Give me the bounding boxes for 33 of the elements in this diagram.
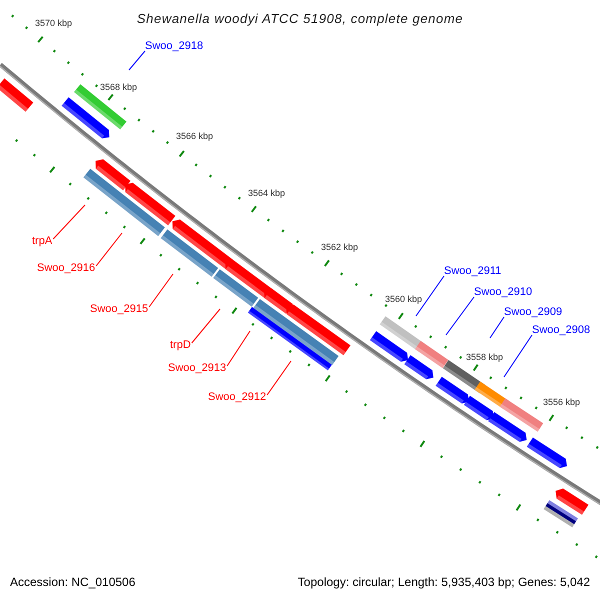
leader-line bbox=[446, 296, 474, 336]
footer-text: Accession: NC_010506 bbox=[10, 574, 136, 591]
scale-label: 3560 kbp bbox=[385, 293, 422, 306]
gene-label: Swoo_2911 bbox=[444, 265, 502, 278]
gene-label: Swoo_2912 bbox=[208, 391, 266, 404]
gene-label: Swoo_2909 bbox=[504, 306, 562, 319]
gene-label: trpD bbox=[170, 339, 191, 352]
scale-label: 3566 kbp bbox=[176, 130, 214, 143]
gene-label: Swoo_2910 bbox=[474, 286, 532, 299]
leader-line bbox=[148, 274, 174, 308]
leader-line bbox=[52, 204, 86, 240]
title: Shewanella woodyi ATCC 51908, complete genome bbox=[136, 10, 464, 28]
gene-label: Swoo_2918 bbox=[145, 40, 204, 53]
gene-label: trpA bbox=[32, 235, 52, 248]
leader-line bbox=[96, 232, 122, 266]
footer-text: Topology: circular; Length: 5,935,403 bp; Genes: 5,042 bbox=[298, 574, 590, 591]
leader-line bbox=[490, 316, 504, 338]
leader-line bbox=[128, 50, 146, 70]
gene-label: Swoo_2915 bbox=[90, 303, 148, 316]
scale-label: 3570 kbp bbox=[35, 17, 72, 30]
gene-label: Swoo_2908 bbox=[532, 324, 590, 337]
scale-label: 3556 kbp bbox=[543, 396, 580, 409]
leader-line bbox=[416, 276, 444, 316]
scale-label: 3562 kbp bbox=[321, 241, 358, 254]
scale-label: 3558 kbp bbox=[466, 351, 504, 364]
gene-label: Swoo_2913 bbox=[168, 362, 226, 375]
leader-line bbox=[504, 334, 532, 378]
gene-label: Swoo_2916 bbox=[37, 262, 96, 275]
leader-line bbox=[191, 308, 220, 344]
scale-label: 3564 kbp bbox=[248, 187, 286, 200]
leader-line bbox=[266, 360, 292, 396]
leader-line bbox=[226, 330, 250, 366]
scale-label: 3568 kbp bbox=[100, 81, 138, 94]
